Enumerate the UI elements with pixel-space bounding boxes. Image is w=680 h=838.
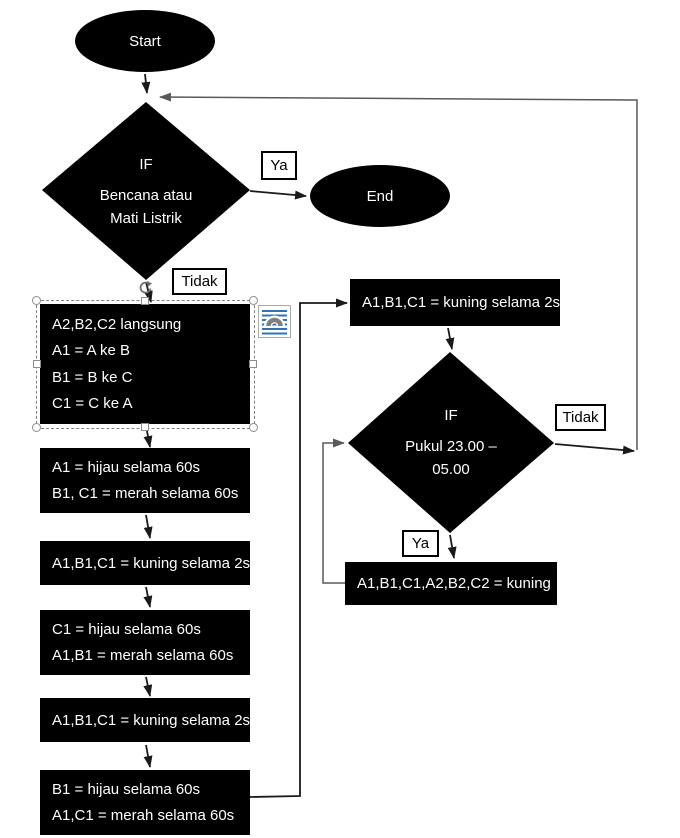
selection-handle-bottom-middle[interactable] bbox=[141, 423, 149, 431]
branch-label-tidak-top: Tidak bbox=[172, 268, 227, 295]
process-text-line: C1 = hijau selama 60s bbox=[52, 621, 201, 638]
end-terminator[interactable]: End bbox=[310, 165, 450, 227]
process-text-line: A2,B2,C2 langsung bbox=[52, 315, 182, 333]
tidak-right-text: Tidak bbox=[562, 409, 599, 426]
process-text-line: A1 = A ke B bbox=[52, 342, 130, 360]
connector-yellow-right-to-decision-time[interactable] bbox=[445, 327, 455, 350]
decision-time-diamond[interactable] bbox=[348, 352, 554, 533]
connector-tidak-right-arrow[interactable] bbox=[554, 443, 635, 455]
process-text-line: A1,C1 = merah selama 60s bbox=[52, 807, 235, 824]
process-phase-a[interactable]: A1 = hijau selama 60s B1, C1 = merah sel… bbox=[40, 448, 250, 513]
layout-options-icon bbox=[262, 310, 287, 335]
selection-handle-bottom-right[interactable] bbox=[249, 423, 258, 432]
connector-phase-c-to-yellow2[interactable] bbox=[143, 676, 153, 697]
process-phase-c[interactable]: C1 = hijau selama 60s A1,B1 = merah sela… bbox=[40, 610, 250, 675]
process-text-line: A1,B1,C1 = kuning selama 2s bbox=[362, 294, 561, 311]
start-terminator[interactable]: Start bbox=[75, 10, 215, 72]
process-yellow-2[interactable]: A1,B1,C1 = kuning selama 2s bbox=[40, 698, 250, 742]
selection-handle-bottom-left[interactable] bbox=[32, 423, 41, 432]
selection-handle-top-right[interactable] bbox=[249, 296, 258, 305]
ya-top-text: Ya bbox=[270, 157, 288, 174]
connector-start-to-decision[interactable] bbox=[141, 73, 151, 94]
selection-handle-right-middle[interactable] bbox=[249, 360, 257, 368]
selection-handle-top-middle[interactable] bbox=[141, 297, 149, 305]
process-init[interactable]: A2,B2,C2 langsung A1 = A ke B B1 = B ke … bbox=[40, 304, 250, 424]
process-phase-b[interactable]: B1 = hijau selama 60s A1,C1 = merah sela… bbox=[40, 770, 250, 835]
branch-label-ya-bottom: Ya bbox=[402, 530, 439, 557]
process-text-line: C1 = C ke A bbox=[52, 395, 133, 413]
connector-yellow2-to-phase-b[interactable] bbox=[143, 744, 153, 768]
process-yellow-1[interactable]: A1,B1,C1 = kuning selama 2s bbox=[40, 541, 250, 585]
end-label: End bbox=[366, 187, 394, 205]
layout-options-button[interactable] bbox=[258, 305, 291, 338]
selection-handle-top-left[interactable] bbox=[32, 296, 41, 305]
process-text-line: A1,B1,C1,A2,B2,C2 = kuning bbox=[357, 575, 551, 592]
tidak-top-text: Tidak bbox=[181, 273, 218, 290]
process-text-line: A1,B1,C1 = kuning selama 2s bbox=[52, 554, 251, 572]
branch-label-ya-top: Ya bbox=[261, 151, 297, 180]
process-text-line: B1 = hijau selama 60s bbox=[52, 781, 201, 798]
decision-power-diamond[interactable] bbox=[42, 102, 250, 280]
process-text-line: A1 = hijau selama 60s bbox=[52, 459, 201, 476]
connector-feedback-to-start-junction[interactable] bbox=[159, 92, 638, 450]
process-text-line: B1, C1 = merah selama 60s bbox=[52, 485, 239, 502]
connector-night-loop-to-decision-time[interactable] bbox=[322, 438, 345, 584]
selection-outline bbox=[36, 300, 255, 429]
connector-phase-b-to-yellow-right[interactable] bbox=[249, 298, 348, 798]
process-text-line: B1 = B ke C bbox=[52, 368, 133, 386]
connector-yellow1-to-phase-c[interactable] bbox=[143, 586, 153, 608]
process-yellow-right[interactable]: A1,B1,C1 = kuning selama 2s bbox=[350, 279, 560, 326]
rotate-icon[interactable] bbox=[136, 279, 154, 297]
process-text-line: A1,B1,C1 = kuning selama 2s bbox=[52, 711, 251, 729]
branch-label-tidak-right: Tidak bbox=[555, 404, 606, 431]
connector-ya-to-night-mode[interactable] bbox=[447, 534, 457, 559]
connector-ya-to-end[interactable] bbox=[249, 190, 307, 200]
connector-phase-a-to-yellow1[interactable] bbox=[143, 514, 153, 539]
start-label: Start bbox=[129, 32, 161, 50]
process-text-line: A1,B1 = merah selama 60s bbox=[52, 647, 234, 664]
process-night-mode[interactable]: A1,B1,C1,A2,B2,C2 = kuning bbox=[345, 562, 557, 605]
selection-handle-left-middle[interactable] bbox=[33, 360, 41, 368]
ya-bottom-text: Ya bbox=[411, 535, 430, 552]
